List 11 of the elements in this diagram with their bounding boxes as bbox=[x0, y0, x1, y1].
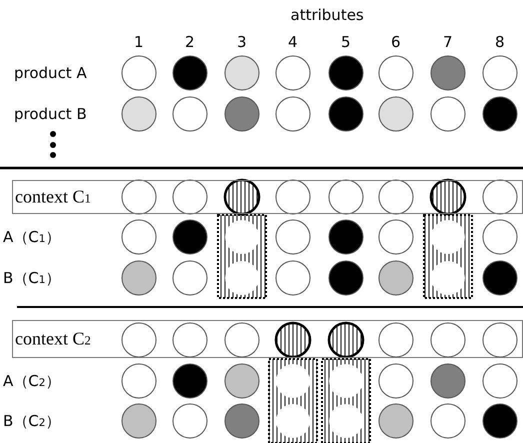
row-label: product A bbox=[14, 66, 87, 80]
column-number: 8 bbox=[495, 34, 505, 50]
column-number: 6 bbox=[391, 34, 401, 50]
column-number: 4 bbox=[288, 34, 298, 50]
column-number: 7 bbox=[443, 34, 453, 50]
column-number: 5 bbox=[341, 34, 351, 50]
axis-title: attributes bbox=[290, 8, 364, 22]
column-number: 1 bbox=[134, 34, 144, 50]
row-label: product B bbox=[14, 106, 87, 122]
column-number: 2 bbox=[185, 34, 195, 50]
column-number: 3 bbox=[237, 34, 247, 50]
